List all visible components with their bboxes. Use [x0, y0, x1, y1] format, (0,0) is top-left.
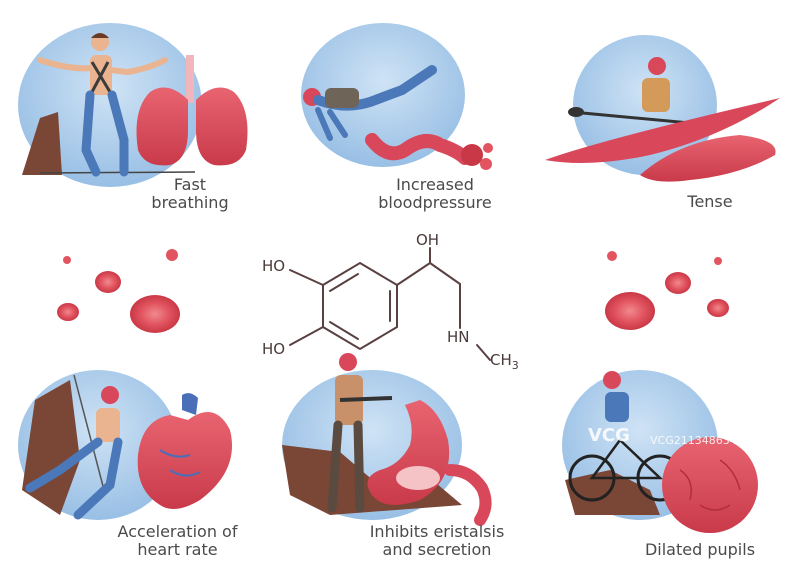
stomach-icon: [367, 400, 492, 526]
muscle-icon: [640, 135, 776, 182]
blood-cell: [605, 292, 655, 330]
label-inhibits-eristalsis: Inhibits eristalsis and secretion: [352, 523, 522, 559]
molecule-bonds: [289, 247, 491, 361]
panel-tense: [545, 35, 780, 182]
label-line: bloodpressure: [378, 193, 492, 212]
panel-dilated-pupils: [562, 370, 758, 533]
soldier-person-icon: [327, 353, 393, 513]
atom-ho-top: HO: [262, 259, 285, 274]
blood-cell: [63, 256, 71, 264]
label-acceleration-heart-rate: Acceleration of heart rate: [100, 523, 255, 559]
atom-ch3: CH3: [490, 353, 519, 373]
panel-acceleration-heart-rate: [18, 370, 232, 520]
label-line: heart rate: [137, 540, 218, 559]
blood-cell: [57, 303, 79, 321]
atom-hn: HN: [447, 330, 470, 345]
watermark-brand: VCG: [588, 425, 630, 446]
blood-cell: [130, 295, 180, 333]
ground: [565, 470, 660, 515]
label-line: Dilated pupils: [644, 540, 756, 559]
blood-cells-left: [57, 249, 180, 333]
kayaker-person-icon: [642, 57, 670, 112]
blood-cell: [607, 251, 617, 261]
blood-cell: [707, 299, 729, 317]
label-line: Acceleration of: [117, 522, 238, 541]
label-line: Tense: [687, 192, 733, 211]
lungs-icon: [136, 55, 248, 166]
blood-cell: [714, 257, 722, 265]
skydiver-person-icon: [303, 65, 437, 141]
cliff: [22, 112, 62, 175]
watermark-brand-text: VCG: [588, 425, 630, 446]
label-line: Fast: [173, 175, 207, 194]
panel-inhibits-eristalsis: [282, 353, 492, 526]
atom-text: OH: [416, 231, 440, 249]
atom-oh: OH: [416, 233, 439, 248]
label-dilated-pupils: Dilated pupils: [625, 541, 775, 559]
blood-vessel-icon: [365, 133, 493, 170]
label-line: and secretion: [382, 540, 492, 559]
atom-text: CH: [490, 351, 512, 369]
kayak-icon: [545, 98, 780, 164]
label-line: breathing: [151, 193, 229, 212]
panel-increased-bloodpressure: [301, 23, 493, 170]
atom-text: HO: [262, 340, 286, 358]
blood-cell: [95, 271, 121, 293]
label-line: Inhibits eristalsis: [369, 522, 505, 541]
label-fast-breathing: Fast breathing: [140, 176, 240, 212]
slackline: [39, 171, 196, 174]
atom-ho-bottom: HO: [262, 342, 285, 357]
heart-icon: [137, 393, 232, 509]
blood-cell: [665, 272, 691, 294]
climber-person-icon: [25, 386, 123, 520]
rope: [73, 374, 105, 491]
watermark-id: VCG211348634417: [650, 434, 758, 447]
eye-icon: [662, 437, 758, 533]
label-tense: Tense: [670, 193, 750, 211]
blood-cells-right: [605, 251, 729, 330]
atom-text: HN: [447, 328, 470, 346]
atom-text: HO: [262, 257, 286, 275]
label-increased-bloodpressure: Increased bloodpressure: [360, 176, 510, 212]
label-line: Increased: [396, 175, 474, 194]
walker-person-icon: [37, 33, 168, 177]
blood-cell: [166, 249, 178, 261]
watermark-id-text: VCG211348634417: [650, 434, 758, 447]
panel-fast-breathing: [18, 23, 248, 187]
atom-subscript: 3: [511, 359, 519, 372]
